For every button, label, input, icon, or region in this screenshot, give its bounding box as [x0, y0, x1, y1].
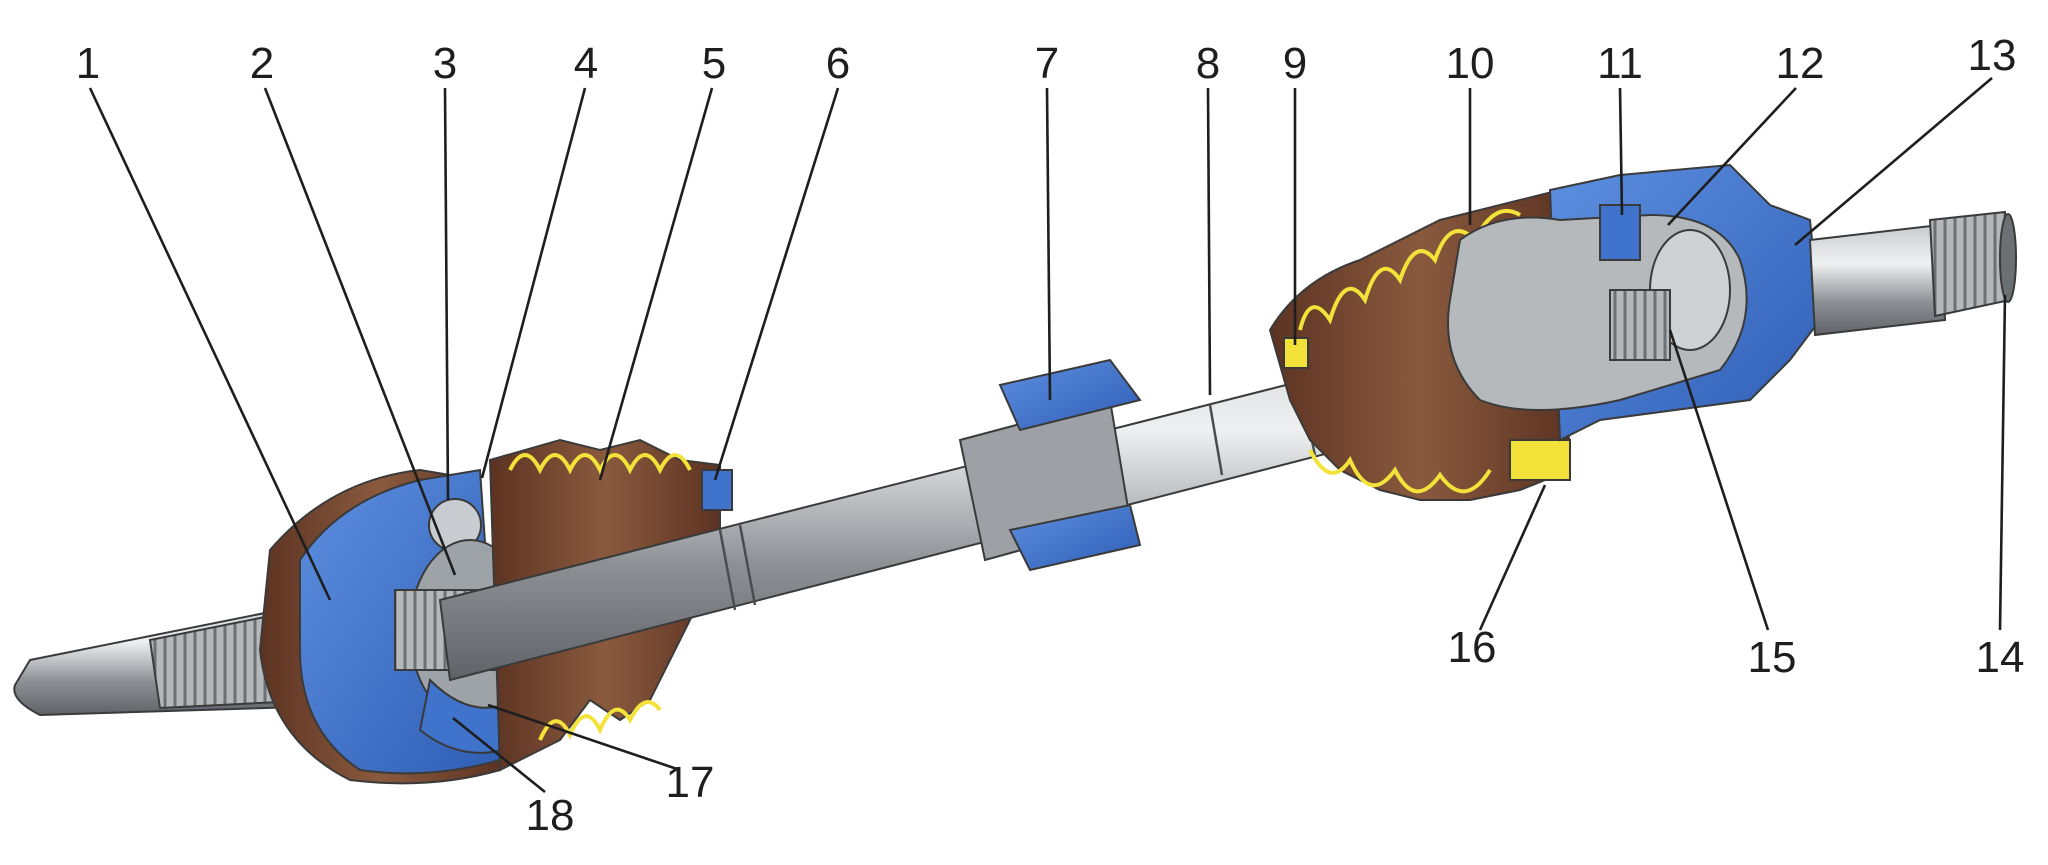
- leader-3: [443, 87, 450, 501]
- leader-2: [263, 87, 457, 576]
- callout-16: 16: [1448, 623, 1497, 672]
- callout-7: 7: [1035, 39, 1059, 88]
- right-stub-end: [1999, 213, 2017, 303]
- leader-12: [1667, 87, 1797, 226]
- leader-8: [1206, 87, 1212, 396]
- leader-14: [1998, 294, 2007, 631]
- right-stub-splines: [1928, 210, 2012, 318]
- leader-1: [88, 87, 332, 601]
- callout-8: 8: [1196, 39, 1220, 88]
- callout-11: 11: [1597, 39, 1643, 88]
- leader-6: [713, 87, 840, 481]
- callout-14: 14: [1976, 633, 2025, 682]
- callout-2: 2: [250, 39, 274, 88]
- leader-lines: [88, 77, 2007, 794]
- outer-boot-spring-bottom: [1308, 449, 1492, 494]
- inner-boot-spring-lower: [538, 700, 662, 741]
- callout-15: 15: [1748, 633, 1797, 682]
- callout-numbers: 1 2 3 4 5 6 7 8 9 10 11 12 13 14 15 16 1…: [76, 31, 2025, 840]
- leader-5: [598, 87, 714, 481]
- leader-7: [1045, 87, 1052, 401]
- callout-3: 3: [433, 39, 457, 88]
- outer-joint-splines: [1609, 289, 1671, 361]
- callout-1: 1: [76, 39, 100, 88]
- outer-boot-clamp-large: [1509, 439, 1571, 481]
- callout-6: 6: [826, 39, 850, 88]
- leader-17: [487, 703, 681, 772]
- damper-blue-bottom: [1008, 503, 1142, 572]
- callout-10: 10: [1446, 39, 1495, 88]
- right-stub-shaft: [1808, 223, 1947, 337]
- callout-13: 13: [1968, 31, 2017, 80]
- outer-ball: [1599, 204, 1641, 261]
- callout-5: 5: [702, 39, 726, 88]
- leader-11: [1618, 87, 1624, 216]
- leader-13: [1794, 77, 1993, 246]
- callout-12: 12: [1776, 39, 1825, 88]
- leader-4: [480, 87, 587, 479]
- outer-joint: [1268, 163, 2017, 501]
- leader-16: [1478, 484, 1547, 631]
- callout-9: 9: [1283, 39, 1307, 88]
- inner-boot-spring: [508, 453, 692, 475]
- callout-4: 4: [574, 39, 598, 88]
- callout-18: 18: [526, 791, 575, 840]
- damper-blue-top: [998, 358, 1142, 432]
- callout-17: 17: [666, 758, 715, 807]
- leader-18: [452, 716, 546, 794]
- leader-15: [1668, 329, 1770, 631]
